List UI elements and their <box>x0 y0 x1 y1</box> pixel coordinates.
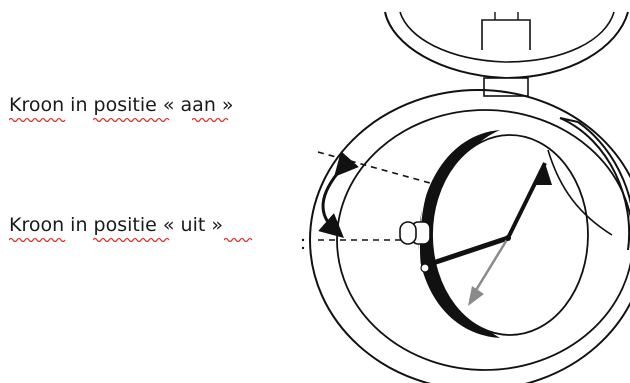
watch-lid <box>384 11 629 80</box>
crown-on-label: Kroon in positie « aan » <box>9 94 234 116</box>
watch-hands <box>433 162 552 306</box>
double-headed-curved-arrow-icon <box>318 151 359 238</box>
crown-off-label: Kroon in positie « uit » <box>9 214 223 236</box>
watch-case-inner <box>336 109 630 371</box>
hinge <box>483 77 529 97</box>
spellcheck-underline-positie-2 <box>93 237 170 242</box>
spellcheck-underline-kroon-2 <box>9 237 66 242</box>
watch-case-outer <box>309 89 630 383</box>
crown-on-guide-line <box>317 151 431 184</box>
spellcheck-underline-uit <box>224 237 253 242</box>
spellcheck-underline-aan <box>192 117 229 122</box>
spellcheck-underline-kroon <box>9 117 66 122</box>
spellcheck-underline-positie <box>93 117 170 122</box>
watch-bezel <box>418 130 500 338</box>
watch-crown <box>399 221 431 273</box>
pendant-ring <box>547 117 630 251</box>
